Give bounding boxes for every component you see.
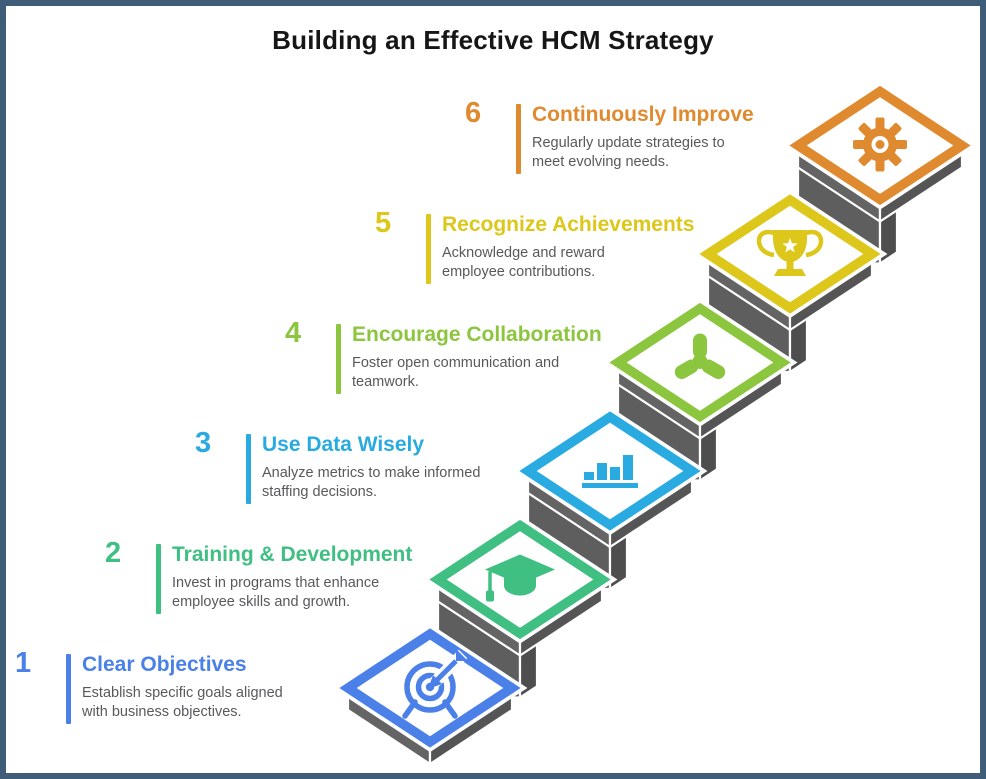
step-title: Encourage Collaboration — [352, 323, 602, 346]
target-icon — [402, 649, 468, 719]
step-text: Encourage Collaboration Foster open comm… — [352, 321, 602, 392]
step-text: Training & Development Invest in program… — [172, 541, 412, 612]
step-number: 2 — [105, 537, 122, 569]
step-title: Recognize Achievements — [442, 213, 695, 236]
step-description: Invest in programs that enhance employee… — [172, 575, 380, 610]
step-number: 3 — [195, 427, 212, 459]
step-6-block: 6 Continuously Improve Regularly update … — [464, 97, 794, 181]
step-2-block: 2 Training & Development Invest in progr… — [104, 537, 434, 621]
step-5-block: 5 Recognize Achievements Acknowledge and… — [374, 207, 704, 291]
step-number: 5 — [375, 207, 392, 239]
step-accent-bar — [336, 324, 341, 394]
gear-icon — [853, 117, 907, 172]
step-description: Regularly update strategies to meet evol… — [532, 135, 725, 170]
page-title: Building an Effective HCM Strategy — [272, 25, 714, 55]
step-accent-bar — [246, 434, 251, 504]
step-accent-bar — [66, 654, 71, 724]
step-number: 1 — [15, 647, 32, 679]
step-description: Analyze metrics to make informed staffin… — [262, 465, 481, 500]
step-text: Clear Objectives Establish specific goal… — [82, 651, 283, 722]
step-accent-bar — [156, 544, 161, 614]
step-accent-bar — [426, 214, 431, 284]
step-title: Use Data Wisely — [262, 433, 425, 456]
step-text: Recognize Achievements Acknowledge and r… — [442, 211, 694, 282]
step-text: Continuously Improve Regularly update st… — [532, 101, 754, 172]
step-1-block: 1 Clear Objectives Establish specific go… — [14, 647, 344, 731]
step-title: Continuously Improve — [532, 103, 754, 126]
graduation-cap-icon — [485, 554, 555, 602]
step-number: 4 — [285, 317, 302, 349]
step-description: Foster open communication and teamwork. — [352, 355, 560, 390]
step-3-block: 3 Use Data Wisely Analyze metrics to mak… — [194, 427, 524, 511]
step-description: Establish specific goals aligned with bu… — [82, 685, 283, 720]
step-accent-bar — [516, 104, 521, 174]
step-number: 6 — [465, 97, 482, 129]
step-4-block: 4 Encourage Collaboration Foster open co… — [284, 317, 614, 401]
bar-chart-icon — [582, 455, 638, 488]
step-title: Training & Development — [172, 543, 413, 566]
teamwork-icon — [674, 333, 726, 379]
step-description: Acknowledge and reward employee contribu… — [442, 245, 605, 280]
step-title: Clear Objectives — [82, 653, 247, 676]
step-text: Use Data Wisely Analyze metrics to make … — [262, 431, 480, 502]
trophy-icon — [756, 229, 824, 276]
